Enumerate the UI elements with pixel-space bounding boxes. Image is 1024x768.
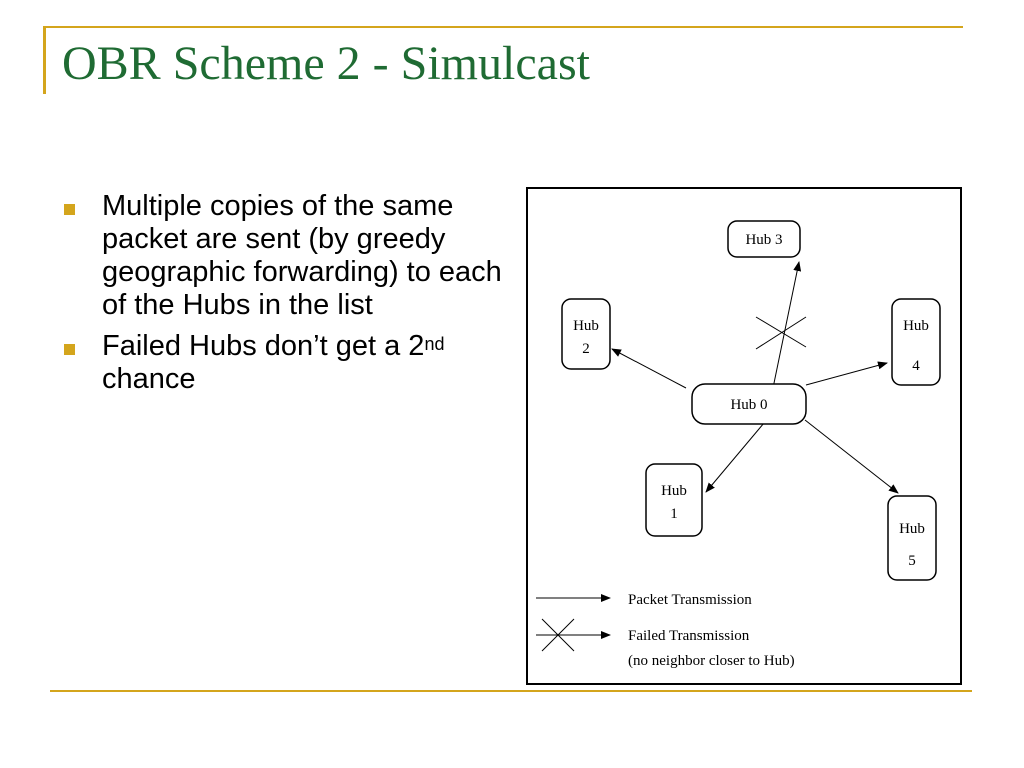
bullet-square-icon xyxy=(64,204,75,215)
bullet-list: Multiple copies of the same packet are s… xyxy=(62,190,502,404)
edge-hub0-hub2 xyxy=(611,348,687,389)
legend: Packet Transmission Failed Transmission … xyxy=(536,592,795,669)
legend-failed-label: Failed Transmission xyxy=(628,628,750,644)
legend-failed-note: (no neighbor closer to Hub) xyxy=(628,653,795,669)
legend-packet-label: Packet Transmission xyxy=(628,592,752,608)
hub-1-label-line1: Hub xyxy=(661,483,687,499)
hub-2-label-line1: Hub xyxy=(573,318,599,334)
bullet-text-2-superscript: nd xyxy=(424,334,445,354)
hub-4-label-line2: 4 xyxy=(912,358,920,374)
hub-0-label: Hub 0 xyxy=(730,397,767,413)
bullet-text-2-end: chance xyxy=(102,363,196,395)
legend-failure-cross-icon xyxy=(541,618,575,652)
slide-title: OBR Scheme 2 - Simulcast xyxy=(62,37,590,90)
bullet-item-2: Failed Hubs don’t get a 2nd chance xyxy=(62,330,502,396)
edge-hub0-hub4 xyxy=(805,361,888,386)
failure-cross-icon xyxy=(755,316,807,350)
hub-5-node: Hub 5 xyxy=(887,495,937,581)
title-accent-line xyxy=(43,26,46,94)
hub-2-label-line2: 2 xyxy=(582,341,590,357)
hub-3-node: Hub 3 xyxy=(727,220,801,258)
hub-4-node: Hub 4 xyxy=(891,298,941,386)
hub-diagram-svg: Hub 3 Hub 0 Hub 2 Hub 4 Hub 1 Hub 5 xyxy=(536,220,941,669)
edge-hub0-hub5 xyxy=(804,419,899,494)
bullet-square-icon xyxy=(64,344,75,355)
hub-4-label-line1: Hub xyxy=(903,318,929,334)
top-accent-line xyxy=(43,26,963,28)
edge-hub0-hub3-failed xyxy=(772,261,802,389)
bullet-text-1: Multiple copies of the same packet are s… xyxy=(102,190,502,321)
hub-5-label-line2: 5 xyxy=(908,553,916,569)
bullet-text-2-main: Failed Hubs don’t get a 2 xyxy=(102,330,425,362)
hub-0-node: Hub 0 xyxy=(691,383,807,425)
hub-1-label-line2: 1 xyxy=(670,506,678,522)
bullet-text-2: Failed Hubs don’t get a 2nd chance xyxy=(102,330,502,396)
bottom-accent-line xyxy=(50,690,972,692)
edge-hub0-hub1 xyxy=(705,422,765,493)
hub-diagram: Hub 3 Hub 0 Hub 2 Hub 4 Hub 1 Hub 5 xyxy=(526,187,962,685)
hub-5-label-line1: Hub xyxy=(899,521,925,537)
bullet-item-1: Multiple copies of the same packet are s… xyxy=(62,190,502,322)
hub-1-node: Hub 1 xyxy=(645,463,703,537)
hub-2-node: Hub 2 xyxy=(561,298,611,370)
hub-3-label: Hub 3 xyxy=(745,232,782,248)
